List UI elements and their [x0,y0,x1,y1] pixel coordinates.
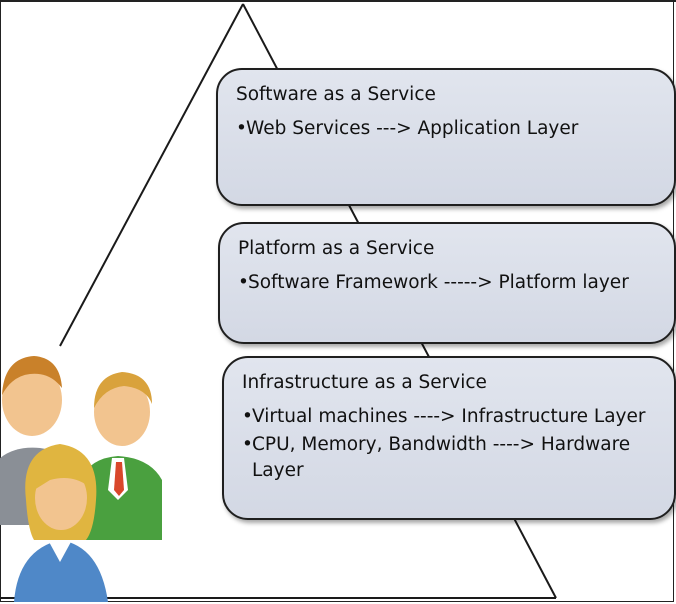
paas-title: Platform as a Service [238,238,435,259]
saas-title: Software as a Service [236,84,436,105]
bullet: • [236,118,247,139]
users-group-icon [0,356,162,602]
saas-item-text: Web Services ---> Application Layer [246,118,579,139]
iaas-item-1-text: Virtual machines ----> Infrastructure La… [252,406,646,427]
iaas-item-1: • Virtual machines ----> Infrastructure … [242,404,658,430]
user-front-figure [14,444,108,602]
iaas-title: Infrastructure as a Service [242,372,487,393]
paas-item-text: Software Framework -----> Platform layer [248,272,629,293]
saas-item: • Web Services ---> Application Layer [236,116,658,142]
paas-item: • Software Framework -----> Platform lay… [238,270,658,296]
saas-box: Software as a Service • Web Services ---… [216,68,676,206]
bullet: • [238,272,249,293]
bullet: • [242,406,253,427]
iaas-box: Infrastructure as a Service • Virtual ma… [222,356,676,520]
user-right-figure [80,372,162,540]
iaas-item-2: • CPU, Memory, Bandwidth ----> Hardware … [242,432,658,484]
pyramid-left-edge [59,3,244,347]
iaas-item-2-text: CPU, Memory, Bandwidth ----> Hardware La… [252,434,631,481]
frame-top-border [0,0,676,2]
paas-box: Platform as a Service • Software Framewo… [218,222,676,344]
bullet: • [242,434,253,455]
